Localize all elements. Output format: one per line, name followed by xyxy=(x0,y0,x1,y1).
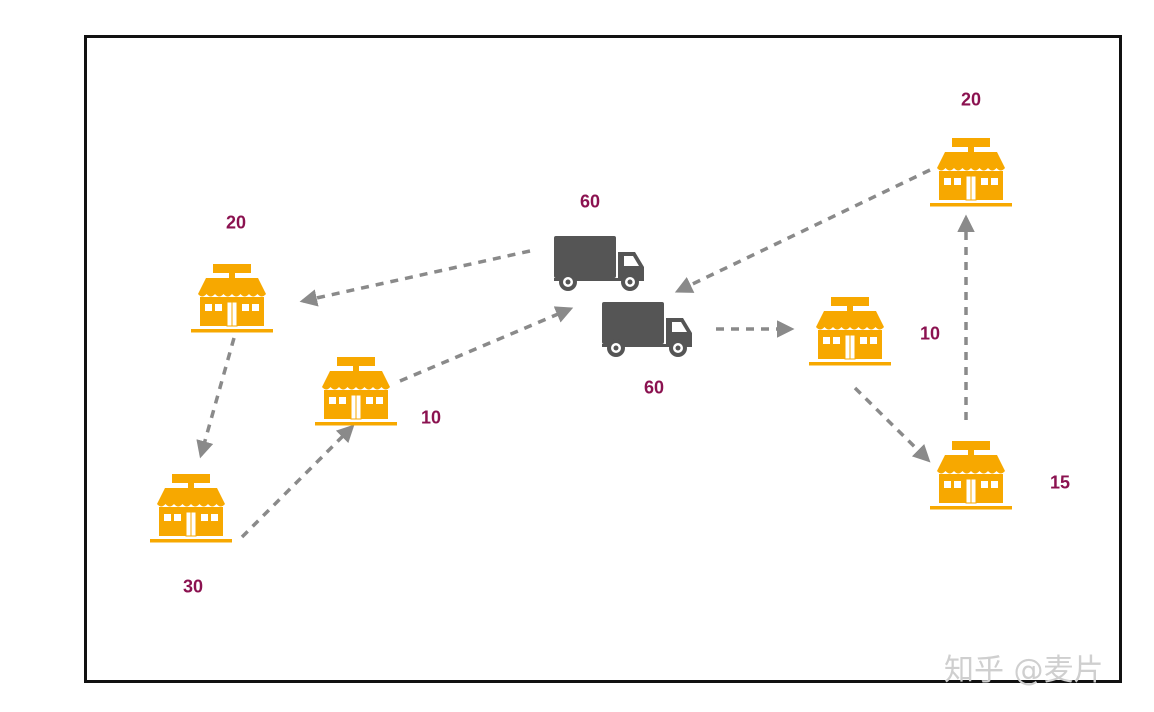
store-demand-label: 30 xyxy=(182,576,204,597)
store-icon xyxy=(808,296,892,366)
edge-store-right-top-to-truck xyxy=(674,168,931,293)
store-icon xyxy=(314,356,398,426)
store-demand-label: 10 xyxy=(919,323,941,344)
store-demand-label: 10 xyxy=(420,407,442,428)
store-demand-label: 15 xyxy=(1049,472,1071,493)
watermark: 知乎 @麦片 xyxy=(944,653,1104,688)
edge-truck-to-store-left-top xyxy=(299,249,531,307)
edge-store-left-top-to-store-left-bottom xyxy=(196,337,236,459)
edge-store-right-middle-to-store-right-bottom xyxy=(853,386,931,463)
store-demand-label: 20 xyxy=(225,212,247,233)
edge-store-left-middle-to-truck xyxy=(399,306,574,383)
store-icon xyxy=(190,263,274,333)
store-demand-label: 20 xyxy=(960,89,982,110)
store-icon xyxy=(149,473,233,543)
truck-icon xyxy=(602,302,692,357)
edge-store-left-bottom-to-store-left-middle xyxy=(240,424,355,539)
truck-capacity-label: 60 xyxy=(643,377,665,398)
store-icon xyxy=(929,440,1013,510)
store-icon xyxy=(929,137,1013,207)
truck-icon xyxy=(554,236,644,291)
diagram-frame xyxy=(84,35,1122,683)
truck-capacity-label: 60 xyxy=(579,191,601,212)
